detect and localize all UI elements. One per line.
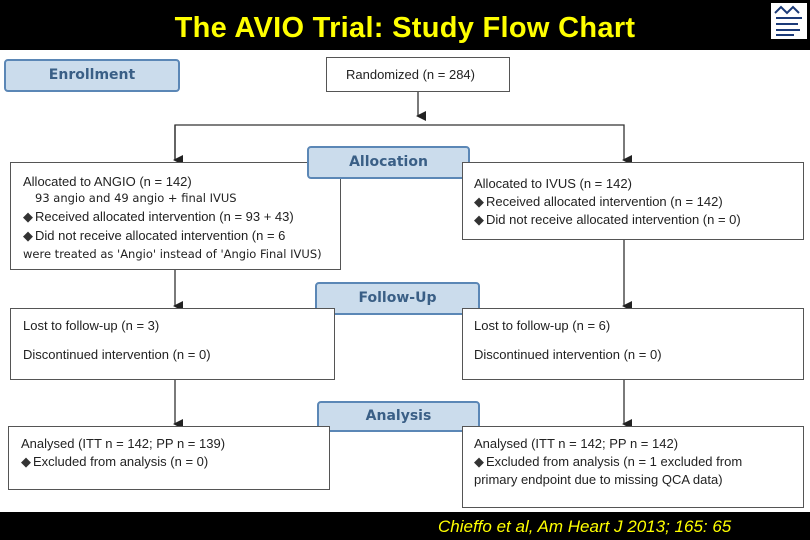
- randomized-text: Randomized (n = 284): [346, 67, 475, 82]
- right-allocation-box: Allocated to IVUS (n = 142) ◆Received al…: [462, 162, 804, 240]
- citation: Chieffo et al, Am Heart J 2013; 165: 65: [438, 517, 732, 536]
- left-followup-line2: Discontinued intervention (n = 0): [23, 347, 211, 362]
- bullet-icon: ◆: [23, 209, 33, 224]
- stage-allocation-label: Allocation: [349, 154, 428, 170]
- right-analysis-line2-text: Excluded from analysis (n = 1 excluded f…: [486, 454, 743, 469]
- stage-allocation: Allocation: [307, 146, 470, 179]
- right-followup-line2: Discontinued intervention (n = 0): [474, 347, 662, 362]
- footer-bar: [0, 512, 810, 540]
- logo-mark: [774, 5, 802, 36]
- right-alloc-line2-text: Received allocated intervention (n = 142…: [486, 194, 723, 209]
- stage-follow-up: Follow-Up: [315, 282, 480, 315]
- right-analysis-line3: primary endpoint due to missing QCA data…: [474, 472, 723, 487]
- right-follow-up-box: Lost to follow-up (n = 6) Discontinued i…: [462, 308, 804, 380]
- flowchart-panel: Enrollment Randomized (n = 284) Allocate…: [0, 50, 810, 512]
- stage-analysis-label: Analysis: [365, 408, 432, 424]
- bullet-icon: ◆: [21, 454, 31, 469]
- right-alloc-line3-text: Did not receive allocated intervention (…: [486, 212, 741, 227]
- bullet-icon: ◆: [23, 228, 33, 243]
- left-follow-up-box: Lost to follow-up (n = 3) Discontinued i…: [10, 308, 335, 380]
- slide-title: The AVIO Trial: Study Flow Chart: [174, 12, 636, 44]
- left-alloc-line4: ◆Did not receive allocated intervention …: [23, 228, 285, 244]
- bullet-icon: ◆: [474, 194, 484, 209]
- bullet-icon: ◆: [474, 454, 484, 469]
- left-alloc-line4-text: Did not receive allocated intervention (…: [35, 228, 286, 243]
- left-alloc-line3-text: Received allocated intervention (n = 93 …: [35, 209, 294, 224]
- left-analysis-line1: Analysed (ITT n = 142; PP n = 139): [21, 436, 226, 451]
- left-analysis-line2-text: Excluded from analysis (n = 0): [33, 454, 209, 469]
- left-followup-line1: Lost to follow-up (n = 3): [23, 318, 160, 333]
- right-analysis-line2: ◆Excluded from analysis (n = 1 excluded …: [474, 454, 742, 470]
- right-analysis-line1: Analysed (ITT n = 142; PP n = 142): [474, 436, 679, 451]
- left-analysis-box: Analysed (ITT n = 142; PP n = 139) ◆Excl…: [8, 426, 330, 490]
- right-alloc-line1: Allocated to IVUS (n = 142): [474, 176, 632, 191]
- left-alloc-line1: Allocated to ANGIO (n = 142): [23, 174, 192, 189]
- left-alloc-line3: ◆Received allocated intervention (n = 93…: [23, 209, 294, 225]
- right-alloc-line3: ◆Did not receive allocated intervention …: [474, 212, 741, 228]
- stage-enrollment-label: Enrollment: [48, 67, 136, 83]
- stage-enrollment: Enrollment: [4, 59, 180, 92]
- right-followup-line1: Lost to follow-up (n = 6): [474, 318, 611, 333]
- right-analysis-box: Analysed (ITT n = 142; PP n = 142) ◆Excl…: [462, 426, 804, 508]
- left-analysis-line2: ◆Excluded from analysis (n = 0): [21, 454, 208, 470]
- left-allocation-box: Allocated to ANGIO (n = 142) 93 angio an…: [10, 162, 341, 270]
- right-alloc-line2: ◆Received allocated intervention (n = 14…: [474, 194, 723, 210]
- flowchart-connectors: [173, 92, 632, 429]
- stage-analysis: Analysis: [317, 401, 480, 432]
- institution-logo: [771, 3, 807, 39]
- bullet-icon: ◆: [474, 212, 484, 227]
- left-alloc-line5: were treated as 'Angio' instead of 'Angi…: [23, 247, 322, 261]
- left-alloc-line2: 93 angio and 49 angio + final IVUS: [35, 191, 237, 205]
- connector-split: [173, 124, 632, 165]
- stage-follow-up-label: Follow-Up: [358, 290, 437, 306]
- randomized-box: Randomized (n = 284): [326, 57, 510, 92]
